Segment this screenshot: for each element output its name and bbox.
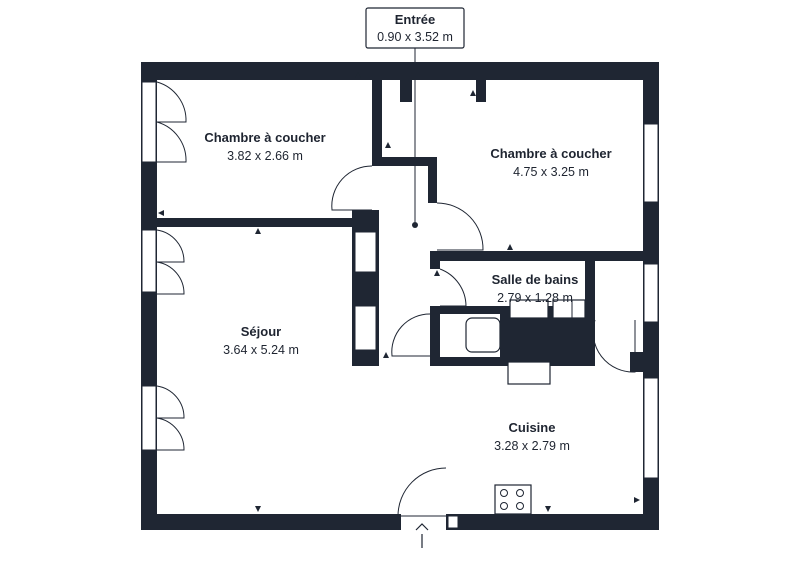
window-corridor-2 xyxy=(354,305,377,351)
room-name-salle-de-bains: Salle de bains xyxy=(492,272,579,287)
marker-6 xyxy=(385,142,391,148)
room-dims-cuisine: 3.28 x 2.79 m xyxy=(494,439,570,453)
door-entry xyxy=(397,467,447,517)
wall-cuisine-right-step xyxy=(630,352,658,372)
window-sejour-upper xyxy=(141,229,157,293)
door-sejour-c xyxy=(156,385,185,419)
burner-1 xyxy=(500,489,508,497)
room-dims-chambre-1: 3.82 x 2.66 m xyxy=(227,149,303,163)
door-sejour-d xyxy=(156,417,185,451)
room-name-cuisine: Cuisine xyxy=(509,420,556,435)
door-cuisine-side xyxy=(592,319,636,373)
marker-7 xyxy=(470,90,476,96)
room-name-chambre-1: Chambre à coucher xyxy=(204,130,325,145)
room-name-sejour: Séjour xyxy=(241,324,281,339)
marker-5 xyxy=(545,506,551,512)
wall-entree-right xyxy=(428,157,437,203)
burner-2 xyxy=(516,489,524,497)
bathtub-1 xyxy=(509,299,549,319)
entree-callout: Entrée 0.90 x 3.52 m xyxy=(365,7,465,228)
door-chambre1-interior xyxy=(331,165,373,211)
marker-2 xyxy=(355,72,361,78)
window-sejour-lower xyxy=(141,385,157,451)
wall-markers xyxy=(158,72,640,512)
sink xyxy=(507,361,551,385)
room-name-entree: Entrée xyxy=(395,12,435,27)
bottom-wall-left xyxy=(141,514,401,530)
stove xyxy=(494,484,532,515)
marker-1 xyxy=(255,228,261,234)
window-chambre2-right xyxy=(643,123,659,203)
wall-entree-stub xyxy=(400,62,412,102)
room-dims-entree: 0.90 x 3.52 m xyxy=(377,30,453,44)
window-cuisine-right xyxy=(643,377,659,479)
bottom-wall-right xyxy=(446,514,659,530)
wall-bath-inner xyxy=(430,306,500,314)
marker-11 xyxy=(158,210,164,216)
window-bath-right xyxy=(643,263,659,323)
wall-entree-step xyxy=(372,157,436,166)
room-labels: Chambre à coucher 3.82 x 2.66 m Chambre … xyxy=(204,130,611,453)
bathtub-2 xyxy=(552,299,586,319)
marker-10 xyxy=(383,352,389,358)
stove-body xyxy=(494,484,532,515)
burner-3 xyxy=(500,502,508,510)
door-jamb-right xyxy=(447,515,459,529)
window-corridor-1 xyxy=(354,231,377,273)
wall-entree-left-top xyxy=(372,62,382,164)
wall-bath-right xyxy=(585,261,595,357)
door-chambre1-b xyxy=(156,121,187,163)
marker-9 xyxy=(634,497,640,503)
room-dims-chambre-2: 4.75 x 3.25 m xyxy=(513,165,589,179)
room-dims-sejour: 3.64 x 5.24 m xyxy=(223,343,299,357)
wall-corridor-top xyxy=(352,210,379,226)
entry-arrow-icon xyxy=(415,523,429,548)
door-sejour-b xyxy=(156,261,185,295)
door-bath xyxy=(439,268,467,307)
marker-3 xyxy=(507,244,513,250)
doors xyxy=(156,81,636,517)
door-corridor xyxy=(391,313,431,357)
door-chambre2 xyxy=(436,202,484,251)
door-sejour-a xyxy=(156,229,185,263)
toilet xyxy=(465,317,501,353)
wall-bath-left xyxy=(430,306,440,366)
interior-walls xyxy=(157,62,658,372)
bath-fixtures xyxy=(465,299,586,385)
wall-chambre2-bottom xyxy=(430,251,658,261)
wall-bath-left-top xyxy=(430,251,440,269)
marker-8 xyxy=(434,270,440,276)
door-chambre1-a xyxy=(156,81,187,123)
entree-leader-dot xyxy=(412,222,418,228)
room-name-chambre-2: Chambre à coucher xyxy=(490,146,611,161)
marker-4 xyxy=(255,506,261,512)
wall-chambre-sejour xyxy=(157,218,379,227)
windows xyxy=(141,81,659,529)
room-dims-salle-de-bains: 2.79 x 1.28 m xyxy=(497,291,573,305)
wall-stub-top xyxy=(476,62,486,102)
window-chambre1-left xyxy=(141,81,157,163)
burner-4 xyxy=(516,502,524,510)
